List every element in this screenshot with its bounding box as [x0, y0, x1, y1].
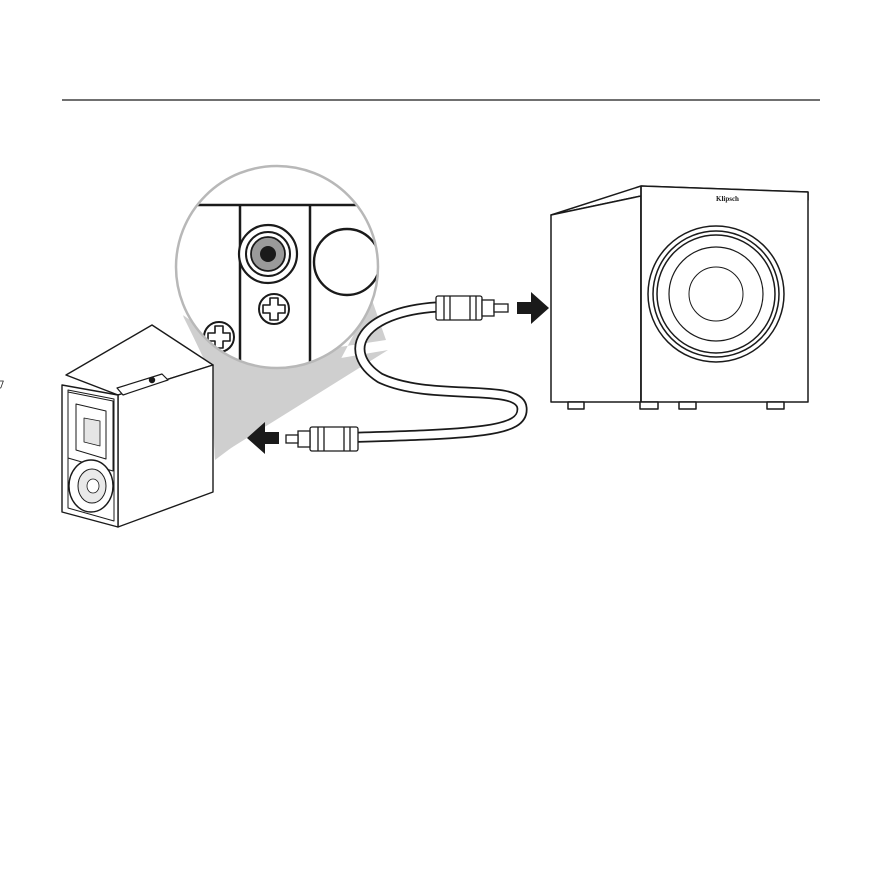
subwoofer-foot — [767, 402, 784, 409]
subwoofer-side — [551, 196, 641, 402]
rca-jack-icon — [239, 225, 297, 283]
subwoofer-brand-label: Klipsch — [716, 195, 739, 203]
subwoofer — [551, 186, 808, 409]
subwoofer-foot — [679, 402, 696, 409]
rca-plug-top — [436, 296, 508, 320]
subwoofer-foot — [640, 402, 658, 409]
subwoofer-driver-dustcap — [689, 267, 743, 321]
subwoofer-foot — [568, 402, 584, 409]
speaker-top-jack — [0, 381, 3, 388]
screw-icon — [259, 294, 289, 324]
speaker-top-knob — [150, 378, 155, 383]
rca-plug-bottom — [286, 427, 358, 451]
knob-icon — [314, 229, 380, 295]
tweeter-throat — [84, 418, 100, 446]
woofer-dustcap — [87, 479, 99, 493]
bookshelf-speaker — [0, 325, 213, 527]
arrow-icon-right — [517, 292, 549, 324]
